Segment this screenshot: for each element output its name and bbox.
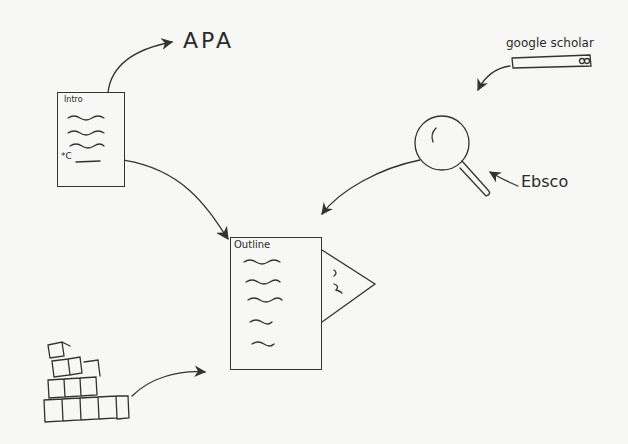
intro-document: Intro *C (57, 92, 125, 187)
outline-document: Outline (230, 237, 322, 370)
doc-heading: Intro (64, 95, 83, 104)
sketch-label: Ebsco (521, 172, 568, 191)
sketch-label: google scholar (506, 36, 594, 50)
doc-heading: Outline (234, 239, 270, 250)
flow-arrow (125, 160, 228, 239)
sketch-label: APA (183, 28, 234, 53)
doc-marker: *C (61, 151, 72, 161)
